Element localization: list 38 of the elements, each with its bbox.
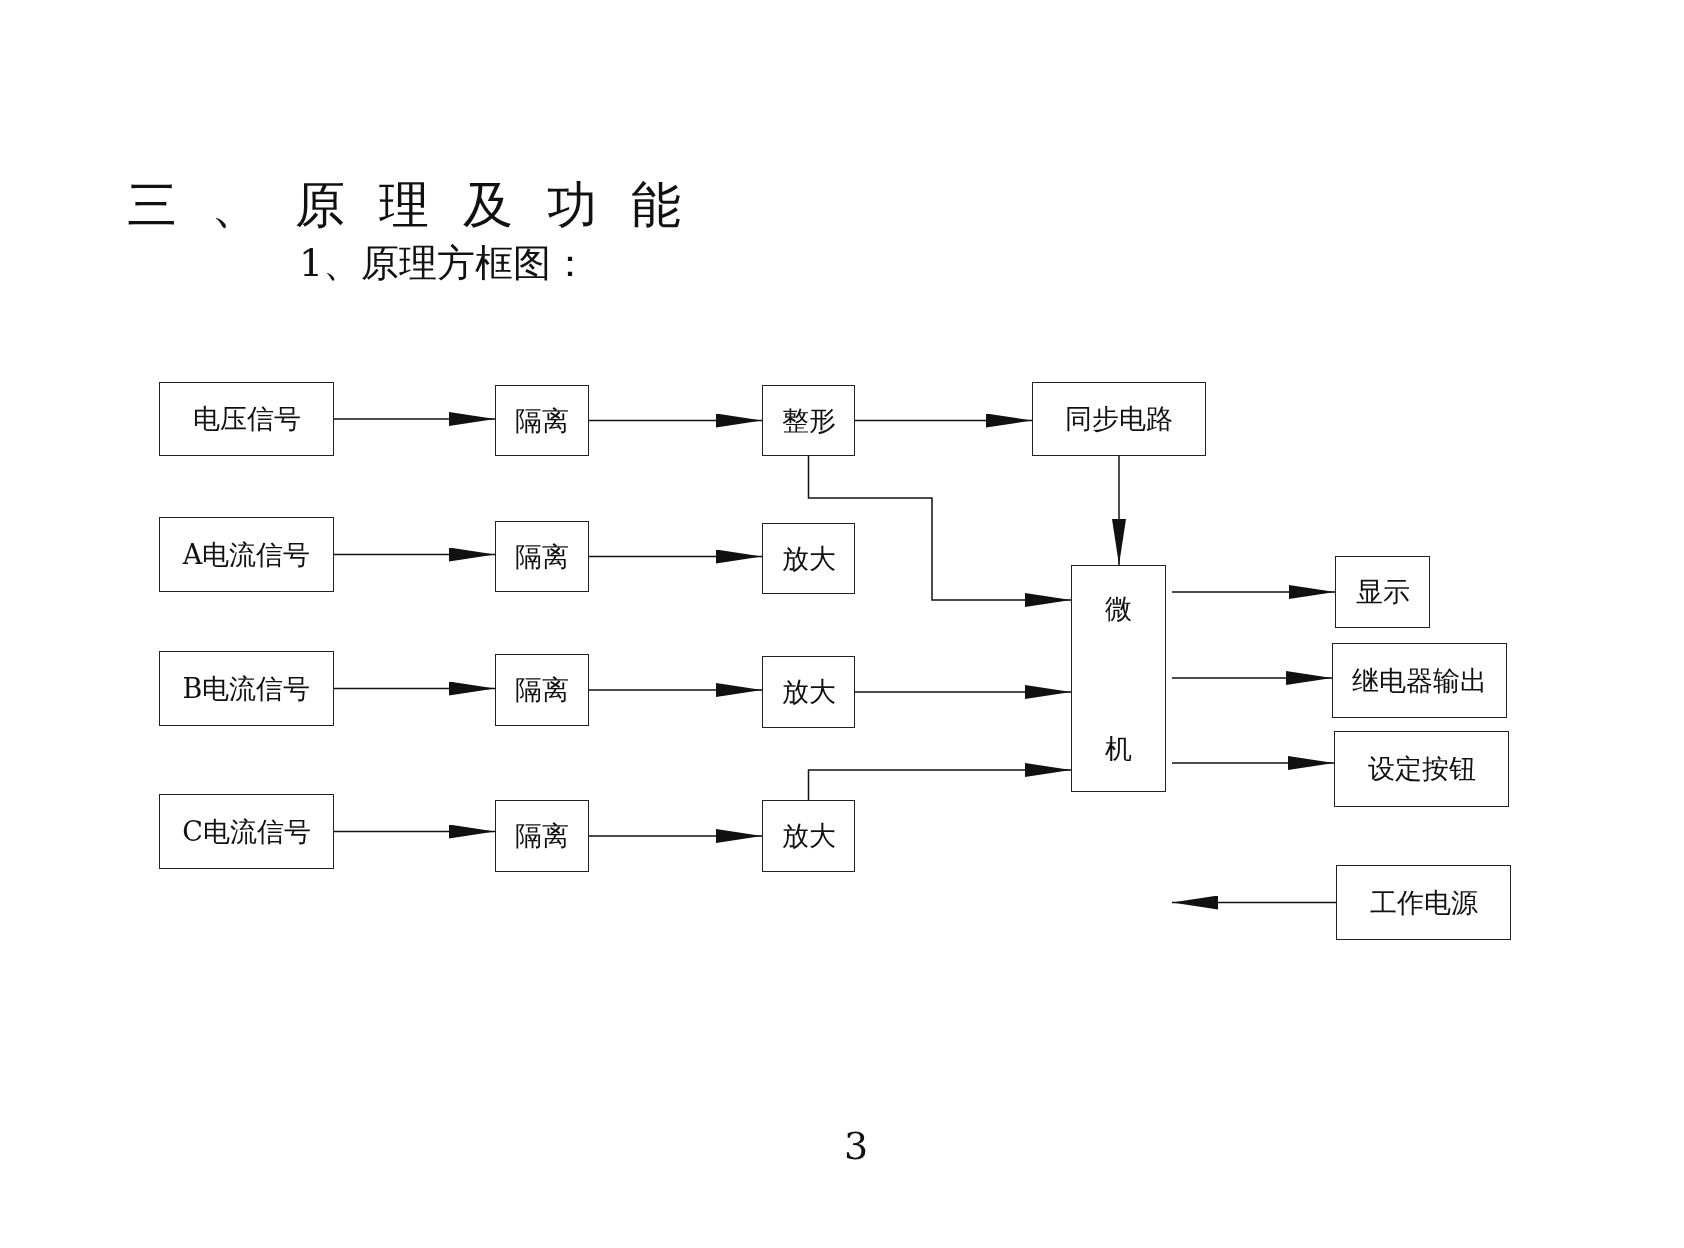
block-box: C电流信号 <box>159 794 334 869</box>
arrow <box>588 549 763 564</box>
arrow <box>1171 585 1336 599</box>
block-box: 隔离 <box>495 385 589 456</box>
block-box: A电流信号 <box>159 517 334 592</box>
arrow <box>1171 756 1335 770</box>
block-box: 隔离 <box>495 800 589 872</box>
arrow <box>333 412 496 426</box>
arrow <box>1171 895 1337 910</box>
arrow <box>588 829 763 843</box>
block-box: 隔离 <box>495 654 589 726</box>
block-box: 微机 <box>1071 565 1166 792</box>
arrow <box>333 547 496 562</box>
page-number: 3 <box>844 1124 869 1168</box>
block-box: 工作电源 <box>1336 865 1511 940</box>
block-box: 放大 <box>762 656 855 728</box>
block-box: 显示 <box>1335 556 1430 628</box>
arrow <box>854 413 1033 428</box>
block-box: B电流信号 <box>159 651 334 726</box>
block-box: 继电器输出 <box>1332 643 1507 718</box>
block-box: 同步电路 <box>1032 382 1206 456</box>
arrow <box>1112 455 1126 566</box>
block-box: 放大 <box>762 800 855 872</box>
arrow <box>333 681 496 696</box>
subheading: 1、原理方框图： <box>299 240 590 287</box>
arrow <box>807 455 1072 607</box>
arrow <box>333 824 496 839</box>
block-box: 整形 <box>762 385 855 456</box>
block-box: 设定按钮 <box>1334 731 1509 807</box>
arrow <box>807 763 1072 801</box>
arrow <box>1171 671 1333 685</box>
arrow <box>588 413 763 428</box>
block-box: 电压信号 <box>159 382 334 456</box>
arrow <box>588 683 763 697</box>
block-box: 隔离 <box>495 521 589 592</box>
block-box: 放大 <box>762 523 855 594</box>
page-heading: 三、原理及功能 <box>127 175 715 236</box>
arrow <box>854 685 1072 699</box>
